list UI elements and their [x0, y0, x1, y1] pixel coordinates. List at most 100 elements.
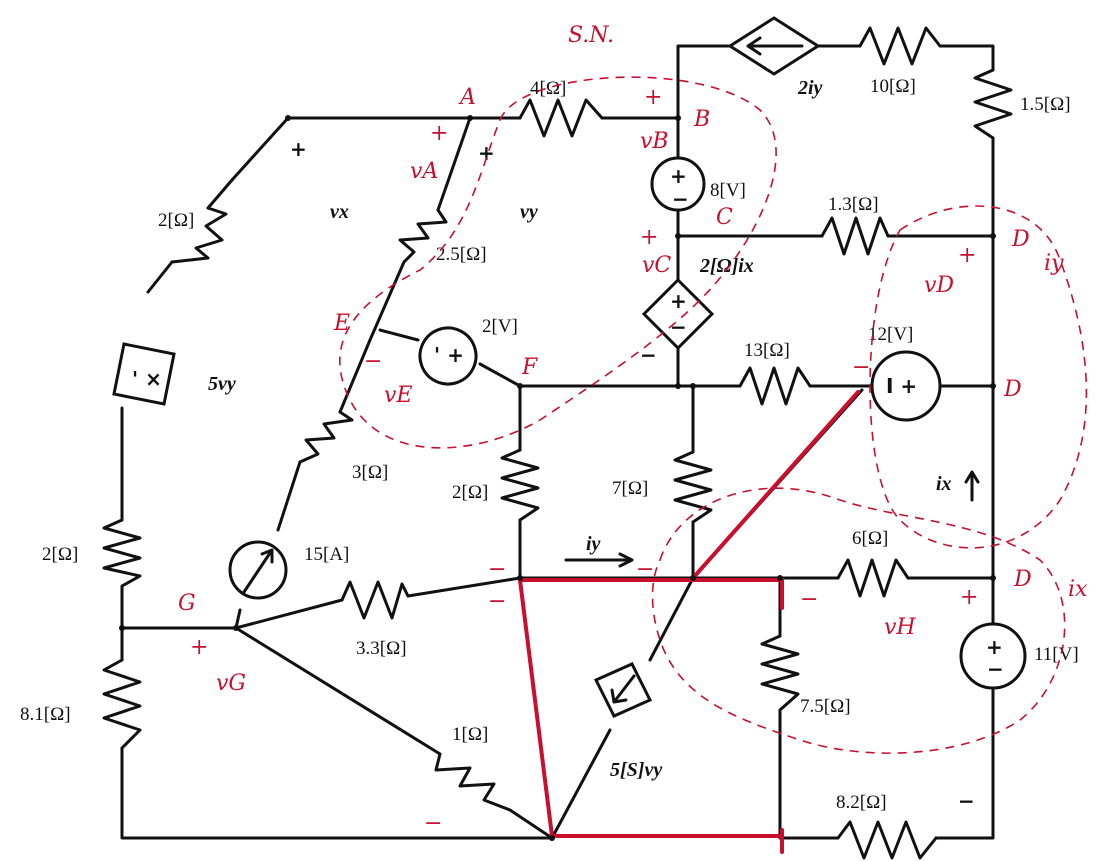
annot-vC: vC — [642, 253, 671, 278]
label-r2-5: 2.5[Ω] — [436, 244, 487, 265]
label-r2-left: 2[Ω] — [42, 544, 78, 565]
annot-vH: vH — [884, 615, 916, 640]
voltage-source-8v — [650, 156, 706, 212]
resistor-1 — [434, 752, 512, 812]
label-dep-2iy: 2iy — [797, 77, 823, 99]
label-iy: iy — [586, 533, 601, 555]
resistor-2-mid — [500, 448, 540, 522]
label-v11: 11[V] — [1034, 644, 1079, 665]
label-r10: 10[Ω] — [870, 76, 916, 97]
red-minus-1: − — [488, 557, 506, 582]
label-r8-1: 8.1[Ω] — [20, 704, 71, 725]
plus-vx: + — [290, 137, 307, 161]
resistor-3-3 — [340, 580, 410, 620]
label-ix: ix — [936, 473, 952, 495]
red-plus-D: + — [958, 243, 976, 268]
arrow-right-iy-icon — [564, 552, 634, 568]
svg-text:+: + — [670, 289, 687, 313]
label-r4: 4[Ω] — [530, 78, 566, 99]
component-labels: 4[Ω] 10[Ω] 1.5[Ω] 2[Ω] 2.5[Ω] 1.3[Ω] 13[… — [20, 76, 1079, 813]
node-G: G — [178, 591, 196, 616]
svg-text:−: − — [670, 315, 687, 339]
dependent-voltage-source-5vy — [112, 342, 176, 406]
node-D3: D — [1013, 567, 1032, 592]
label-r1-5: 1.5[Ω] — [1020, 94, 1071, 115]
label-dep-5svy: 5[S]vy — [610, 759, 662, 781]
label-dep-5vy: 5vy — [208, 373, 236, 395]
red-minus-12v: − — [852, 355, 870, 380]
annot-vD: vD — [924, 273, 954, 298]
arrow-up-ix-icon — [964, 470, 980, 502]
red-plus-B: + — [644, 85, 662, 110]
label-vx: vx — [330, 201, 349, 223]
red-plus-A: + — [430, 121, 448, 146]
label-r7: 7[Ω] — [612, 478, 648, 499]
dependent-voltage-source-2ix — [641, 277, 715, 351]
red-minus-5: − — [424, 811, 442, 836]
node-F: F — [521, 355, 538, 380]
arrow-left-icon — [746, 36, 804, 56]
node-B: B — [693, 107, 710, 132]
arrow-down-left-icon — [610, 674, 636, 704]
supernode-outline-top — [339, 76, 777, 449]
label-r6: 6[Ω] — [852, 528, 888, 549]
label-dep-2ix: 2[Ω]ix — [699, 255, 754, 277]
annot-vE: vE — [384, 383, 413, 408]
red-minus-4: − — [800, 587, 818, 612]
minus-dep: − — [640, 343, 657, 367]
svg-text:' ×: ' × — [132, 367, 162, 391]
label-r2-mid: 2[Ω] — [452, 482, 488, 503]
red-highlights — [518, 390, 860, 854]
voltage-source-2v — [418, 326, 478, 386]
resistor-13 — [738, 366, 812, 406]
svg-text:−: − — [987, 657, 1004, 681]
header-initials: S.N. — [568, 23, 614, 48]
node-dots — [119, 115, 996, 841]
resistors — [102, 26, 1013, 860]
node-A: A — [458, 85, 476, 110]
resistor-8-1 — [102, 658, 142, 750]
resistor-1-5 — [973, 68, 1013, 140]
node-D2: D — [1003, 377, 1022, 402]
red-minus-E: − — [364, 349, 382, 374]
label-r7-5: 7.5[Ω] — [800, 696, 851, 717]
label-v2: 2[V] — [482, 316, 518, 337]
label-r3: 3[Ω] — [352, 462, 388, 483]
resistor-1-3 — [820, 216, 890, 256]
red-plus-H: + — [960, 585, 978, 610]
svg-text:' +: ' + — [434, 343, 464, 367]
resistor-4 — [518, 98, 604, 138]
red-annotations: S.N. A B C D D D E F G vA vB vC vD vE vG… — [178, 23, 1088, 836]
supernode-outline-bottom — [651, 487, 1066, 754]
svg-text:+: + — [670, 164, 687, 188]
arrow-up-icon — [242, 548, 274, 594]
wires — [120, 44, 995, 840]
voltage-source-12v — [870, 350, 942, 422]
resistor-7-5 — [760, 634, 800, 712]
resistor-10 — [858, 26, 942, 66]
resistor-6 — [836, 558, 910, 598]
label-r13: 13[Ω] — [744, 340, 790, 361]
svg-text:I +: I + — [886, 374, 917, 398]
annot-ix: ix — [1068, 577, 1088, 602]
annot-vA: vA — [410, 159, 438, 184]
node-D1: D — [1011, 227, 1030, 252]
label-r1-3: 1.3[Ω] — [828, 194, 879, 215]
annot-iy: iy — [1044, 251, 1064, 276]
resistor-3 — [298, 410, 354, 464]
label-v12: 12[V] — [868, 324, 913, 345]
plus-vy: + — [478, 141, 495, 165]
label-r1: 1[Ω] — [452, 724, 488, 745]
red-plus-C: + — [640, 225, 658, 250]
resistor-7 — [673, 450, 713, 524]
annot-vB: vB — [640, 129, 669, 154]
label-v8: 8[V] — [710, 180, 746, 201]
label-r2-top: 2[Ω] — [158, 210, 194, 231]
supernode-outline-right — [869, 205, 1088, 549]
red-minus-3: − — [636, 557, 654, 582]
minus-11v: − — [958, 789, 975, 813]
label-i15: 15[A] — [304, 544, 349, 565]
voltage-source-11v — [959, 622, 1027, 690]
svg-text:−: − — [672, 187, 689, 211]
